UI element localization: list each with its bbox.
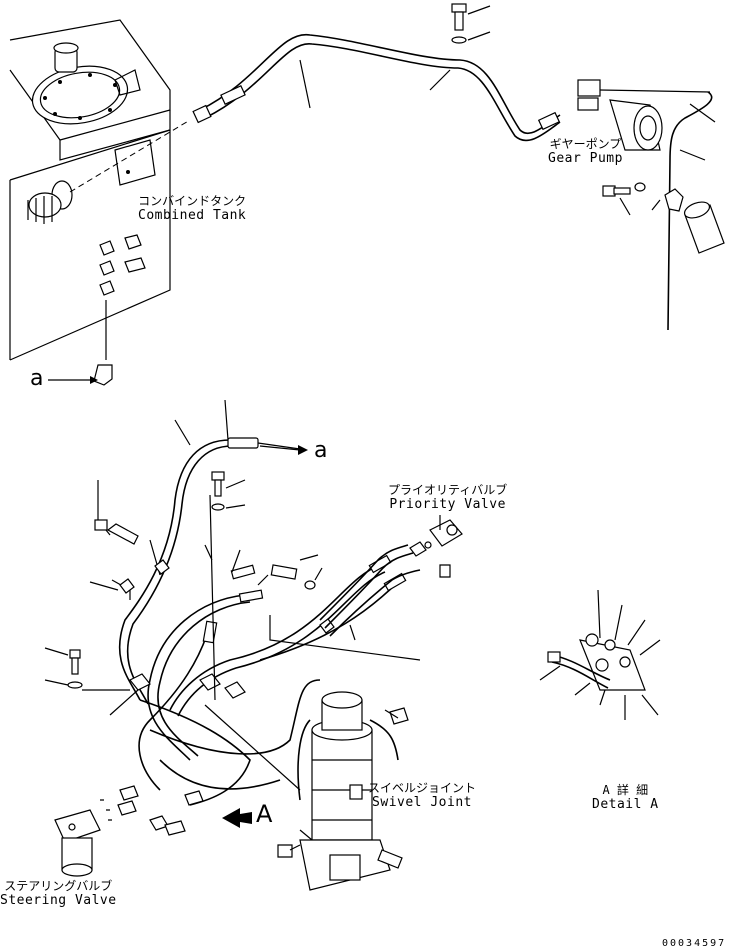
marker-a-mid: a xyxy=(314,438,328,463)
priority-valve-label-jp: プライオリティバルブ xyxy=(388,483,508,497)
marker-a-arrows xyxy=(48,376,308,455)
marker-view-a: A xyxy=(256,800,273,828)
swivel-joint-label-jp: スイベルジョイント xyxy=(368,781,477,795)
detail-a-label: A 詳 細 Detail A xyxy=(592,783,659,813)
gear-pump xyxy=(577,79,725,331)
priority-valve xyxy=(319,515,463,637)
lower-bolts xyxy=(44,471,323,716)
swivel-joint xyxy=(277,691,409,891)
steering-valve-label-en: Steering Valve xyxy=(0,892,117,908)
suction-hose xyxy=(192,33,561,142)
detail-a-label-en: Detail A xyxy=(592,796,659,812)
combined-tank-label: コンバインドタンク Combined Tank xyxy=(138,194,247,224)
priority-valve-label: プライオリティバルブ Priority Valve xyxy=(388,483,508,513)
combined-tank-label-jp: コンバインドタンク xyxy=(138,194,247,208)
steering-valve xyxy=(54,785,204,877)
gear-pump-label-jp: ギヤーポンプ xyxy=(549,137,622,151)
tank-fittings xyxy=(93,234,146,386)
combined-tank-label-en: Combined Tank xyxy=(138,207,247,223)
gear-pump-label: ギヤーポンプ Gear Pump xyxy=(548,137,623,167)
document-number: 00034597 xyxy=(662,938,727,949)
priority-valve-label-en: Priority Valve xyxy=(389,496,506,512)
combined-tank xyxy=(9,19,191,361)
detail-a-label-jp: A 詳 細 xyxy=(602,783,649,797)
top-bolt xyxy=(451,3,491,44)
steering-valve-label-jp: ステアリングバルブ xyxy=(4,879,113,893)
swivel-joint-label-en: Swivel Joint xyxy=(372,794,472,810)
marker-a-top: a xyxy=(30,366,44,391)
steering-valve-label: ステアリングバルブ Steering Valve xyxy=(0,879,117,909)
swivel-joint-label: スイベルジョイント Swivel Joint xyxy=(368,781,477,811)
detail-a-drawing xyxy=(539,589,661,720)
view-a-arrow xyxy=(222,808,252,828)
lower-hoses xyxy=(89,399,421,806)
gear-pump-label-en: Gear Pump xyxy=(548,150,623,166)
